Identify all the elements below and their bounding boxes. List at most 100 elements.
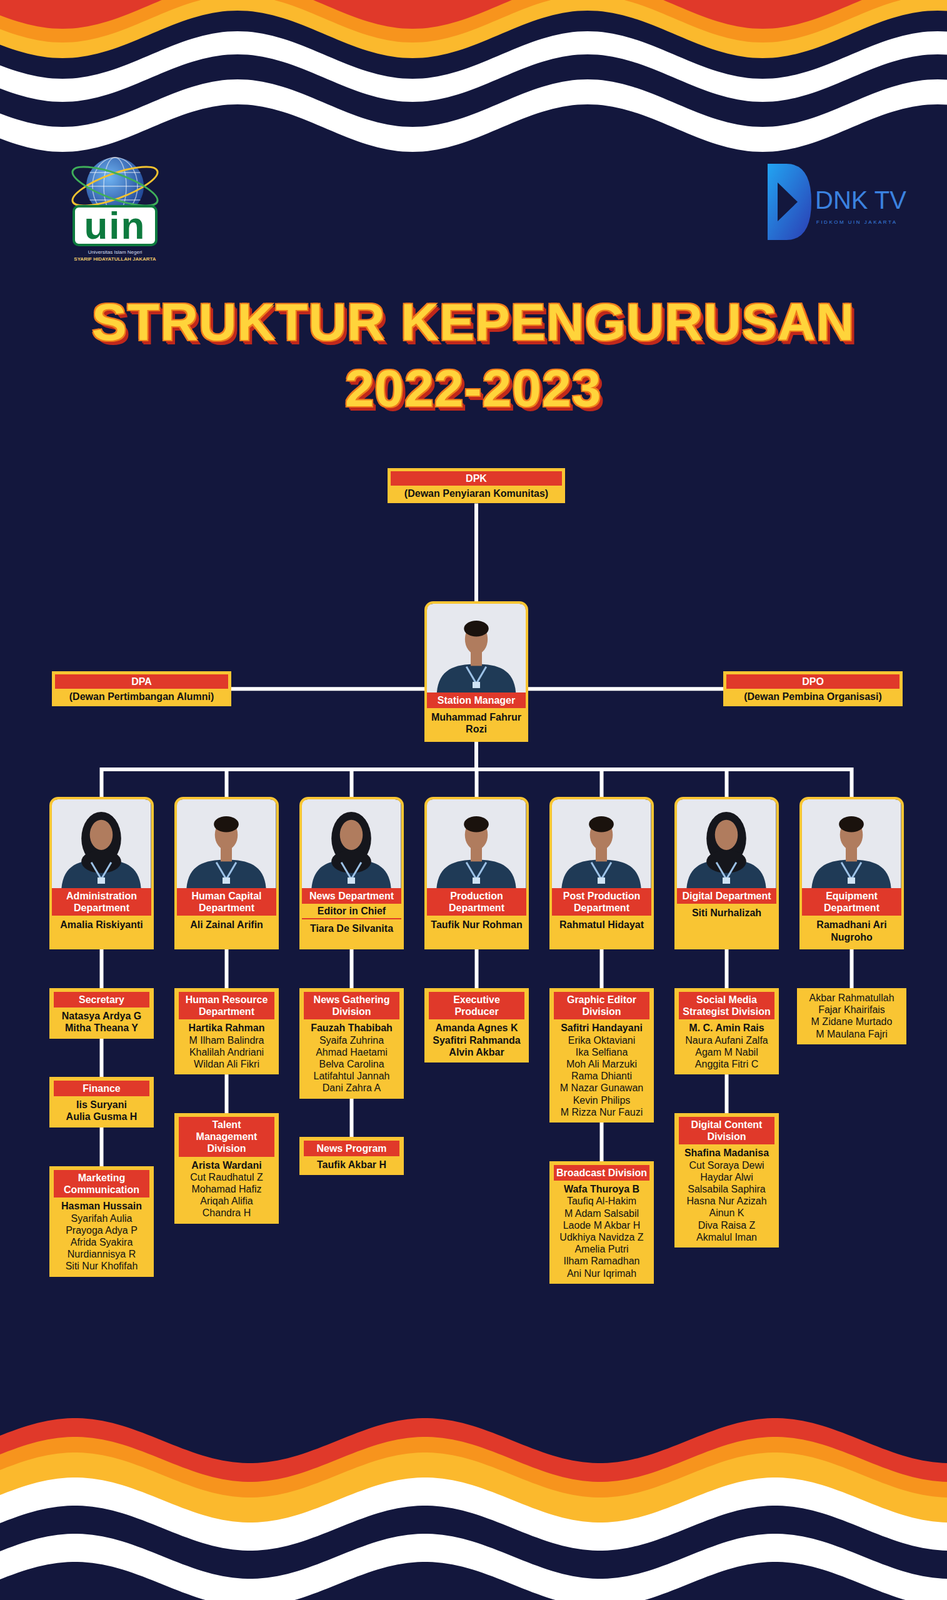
department-card: News DepartmentEditor in ChiefTiara De S… [299,796,404,950]
person-name: Ali Zainal Arifin [176,915,277,935]
person-name: Ani Nur Iqrimah [566,1267,637,1280]
person-name: M Adam Salsabil [564,1207,639,1220]
department-heading: Administration Department [51,888,152,916]
person-name: Cut Raudhatul Z [190,1171,264,1184]
person-name: Taufik Akbar H [316,1158,387,1171]
org-connector [600,949,604,989]
person-name: M Nazar Gunawan [560,1082,644,1094]
logo-text: FIDKOM UIN JAKARTA [816,220,898,226]
person-name: Hartika Rahman [188,1022,266,1034]
division-heading: Secretary [53,992,150,1008]
person-name: Amelia Putri [574,1243,629,1256]
person-name: Arista Wardani [191,1159,262,1172]
person-name: Ariqah Alifia [200,1195,254,1208]
division-box: Social Media Strategist DivisionM. C. Am… [674,988,779,1075]
org-connector [350,1098,354,1138]
person-name: Belva Carolina [318,1058,384,1071]
division-box: News ProgramTaufik Akbar H [299,1137,404,1176]
person-name: Wildan Ali Fikri [193,1058,260,1071]
department-card: Equipment DepartmentRamadhani Ari Nugroh… [799,796,904,950]
person-name: Syarifah Aulia [71,1212,133,1225]
org-connector [350,949,354,989]
division-heading: Executive Producer [428,992,525,1020]
department-heading: Human Capital Department [176,888,277,916]
department-heading: Production Department [426,888,527,916]
department-card: Production DepartmentTaufik Nur Rohman [424,796,529,950]
division-box: Graphic Editor DivisionSafitri Handayani… [549,988,654,1123]
person-name: Laode M Akbar H [563,1219,641,1232]
department-card: Digital DepartmentSiti Nurhalizah [674,796,779,950]
department-heading: Post Production Department [551,888,652,916]
person-name: Ahmad Haetami [315,1046,388,1059]
person-name: Latifahtul Jannah [313,1070,391,1083]
person-name: Akmalul Iman [696,1231,757,1244]
member-box: Akbar RahmatullahFajar KhairifaisM Zidan… [796,988,907,1045]
person-name: Agam M Nabil [695,1046,758,1059]
org-connector [850,949,854,989]
council-name: (Dewan Pembina Organisasi) [741,688,885,704]
person-name: Safitri Handayani [560,1022,643,1034]
manager-card: Station ManagerMuhammad Fahrur Rozi [424,601,529,742]
person-name: Syafitri Rahmanda [432,1034,521,1047]
org-connector [225,949,229,989]
division-heading: Finance [53,1080,150,1097]
person-name: Siti Nurhalizah [676,903,777,923]
department-card: Administration DepartmentAmalia Riskiyan… [49,796,154,950]
person-name: M. C. Amin Rais [688,1022,764,1034]
council-acronym: DPO [726,674,900,689]
person-name: M Maulana Fajri [815,1028,888,1041]
division-heading: Graphic Editor Division [553,992,650,1020]
person-name: Rama Dhianti [571,1070,632,1083]
person-name: Cut Soraya Dewi [688,1159,764,1172]
person-name: Khalilah Andriani [189,1046,264,1059]
person-name: Wafa Thuroya B [563,1183,640,1196]
logo-mark [767,163,812,241]
council-box: DPO(Dewan Pembina Organisasi) [723,671,903,707]
logo-text: DNK TV [815,187,907,213]
person-name: Hasman Hussain [61,1200,142,1213]
division-heading: Digital Content Division [678,1117,775,1145]
department-card: Post Production DepartmentRahmatul Hiday… [549,796,654,950]
council-name: (Dewan Pertimbangan Alumni) [66,688,217,704]
person-name: Fauzah Thabibah [310,1022,393,1034]
person-name: Haydar Alwi [700,1171,753,1184]
person-name: Amanda Agnes K [435,1022,519,1034]
org-connector [225,1074,229,1114]
logo-text: SYARIF HIDAYATULLAH JAKARTA [0,256,241,262]
person-name: Iis Suryani [76,1098,127,1111]
org-connector [475,949,479,989]
council-name: (Dewan Penyiaran Komunitas) [401,485,551,501]
department-heading: News Department [301,888,402,904]
bottom-wave [0,1562,947,1600]
org-connector [528,686,724,691]
person-name: Prayoga Adya P [65,1224,138,1237]
person-name: Ramadhani Ari Nugroho [801,915,902,947]
org-connector [100,1127,104,1167]
person-name: M Ilham Balindra [188,1034,264,1047]
person-name: Taufiq Al-Hakim [566,1195,637,1208]
person-name: Taufik Nur Rohman [426,915,527,935]
department-card: Human Capital DepartmentAli Zainal Arifi… [174,796,279,950]
logo-text: Universitas Islam Negeri [0,250,241,256]
division-heading: Broadcast Division [553,1165,650,1181]
division-heading: News Program [303,1140,400,1157]
org-connector [100,1038,104,1078]
person-name: Muhammad Fahrur Rozi [426,708,526,739]
person-name: Amalia Riskiyanti [51,915,152,935]
department-heading: Digital Department [676,888,777,904]
person-name: Fajar Khairifais [818,1003,886,1016]
person-name: Hasna Nur Azizah [686,1195,767,1208]
person-name: Rahmatul Hidayat [551,915,652,935]
council-acronym: DPA [55,674,229,689]
person-name: Akbar Rahmatullah [808,992,894,1004]
person-name: Ainun K [708,1207,744,1219]
person-name: Mitha Theana Y [65,1022,139,1034]
division-heading: Marketing Communication [53,1170,150,1198]
globe-parallel [86,185,144,187]
division-box: News Gathering DivisionFauzah ThabibahSy… [299,988,404,1099]
person-name: Afrida Syakira [70,1236,134,1249]
org-connector [231,686,425,691]
council-box: DPK(Dewan Penyiaran Komunitas) [387,468,566,504]
org-connector [476,741,852,797]
